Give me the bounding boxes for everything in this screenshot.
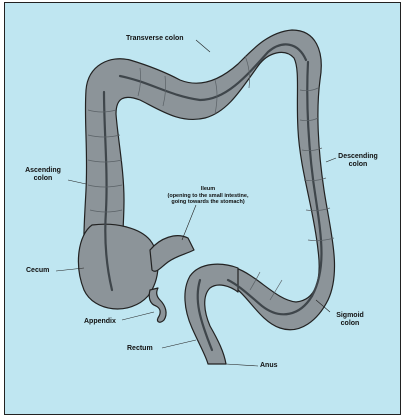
label-ileum: Ileum (opening to the small intestine, g… [160,186,256,206]
label-cecum: Cecum [26,267,49,275]
leader-ascending [68,180,86,184]
leader-anus [226,364,258,366]
label-rectum: Rectum [127,345,153,353]
label-appendix: Appendix [84,318,116,326]
appendix-shape [149,288,166,322]
leader-rectum [162,340,196,348]
label-sigmoid-colon: Sigmoid colon [330,312,370,328]
label-ascending-line2: colon [20,175,66,183]
label-ascending-line1: Ascending [20,167,66,175]
leader-ileum [182,205,196,240]
label-ileum-line3: going towards the stomach) [160,199,256,206]
label-descending-colon: Descending colon [328,153,388,169]
label-anus: Anus [260,362,278,370]
cecum-pouch [78,224,158,309]
leader-appendix [122,312,154,320]
leader-transverse [196,40,210,52]
label-descending-line2: colon [328,161,388,169]
label-descending-line1: Descending [328,153,388,161]
label-sigmoid-line2: colon [330,320,370,328]
label-ascending-colon: Ascending colon [20,167,66,183]
ileum-stump [150,236,194,272]
label-transverse-colon: Transverse colon [126,35,184,43]
label-sigmoid-line1: Sigmoid [330,312,370,320]
